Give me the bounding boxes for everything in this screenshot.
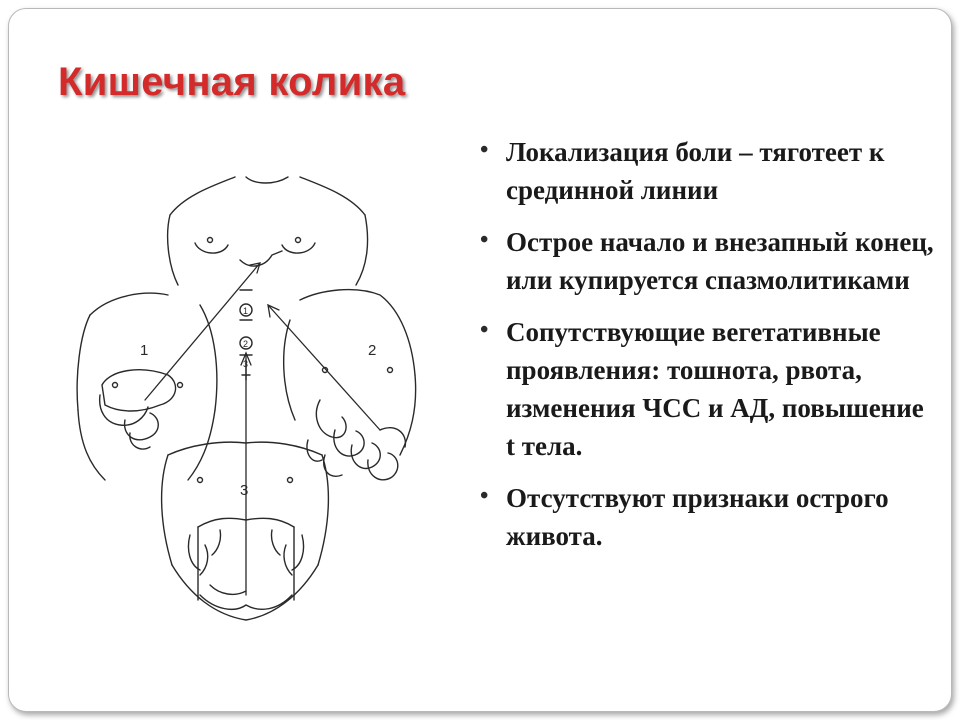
- zone-number-1: 1: [243, 306, 248, 316]
- bullet-list: • Локализация боли – тяготеет к срединно…: [478, 133, 938, 569]
- bullet-icon: •: [480, 227, 489, 253]
- zone-label-3: 3: [240, 482, 248, 499]
- bullet-item: • Локализация боли – тяготеет к срединно…: [478, 133, 938, 209]
- bullet-text: Сопутствующие вегетативные проявления: т…: [506, 317, 924, 461]
- bullet-icon: •: [480, 137, 489, 163]
- zone-number-2: 2: [243, 339, 248, 349]
- bullet-text: Острое начало и внезапный конец, или куп…: [506, 227, 934, 295]
- torso-left: [76, 292, 218, 481]
- torso-top: [166, 176, 369, 381]
- pain-arrows: [144, 262, 381, 596]
- slide-title: Кишечная колика: [58, 60, 406, 104]
- bullet-item: • Сопутствующие вегетативные проявления:…: [478, 313, 938, 465]
- zone-number-3: 3: [243, 359, 248, 369]
- bullet-icon: •: [480, 483, 489, 509]
- zone-label-1: 1: [140, 342, 148, 359]
- bullet-item: • Отсутствуют признаки острого живота.: [478, 479, 938, 555]
- abdominal-pain-diagram: 1 2 3 1 2 3: [76, 176, 417, 621]
- bullet-text: Локализация боли – тяготеет к срединной …: [506, 137, 885, 205]
- slide-frame: [8, 8, 952, 712]
- bullet-text: Отсутствуют признаки острого живота.: [506, 483, 889, 551]
- torso-right: [283, 288, 417, 481]
- zone-label-2: 2: [368, 342, 376, 359]
- bullet-item: • Острое начало и внезапный конец, или к…: [478, 223, 938, 299]
- bullet-icon: •: [480, 317, 489, 343]
- torso-bottom: [160, 441, 330, 621]
